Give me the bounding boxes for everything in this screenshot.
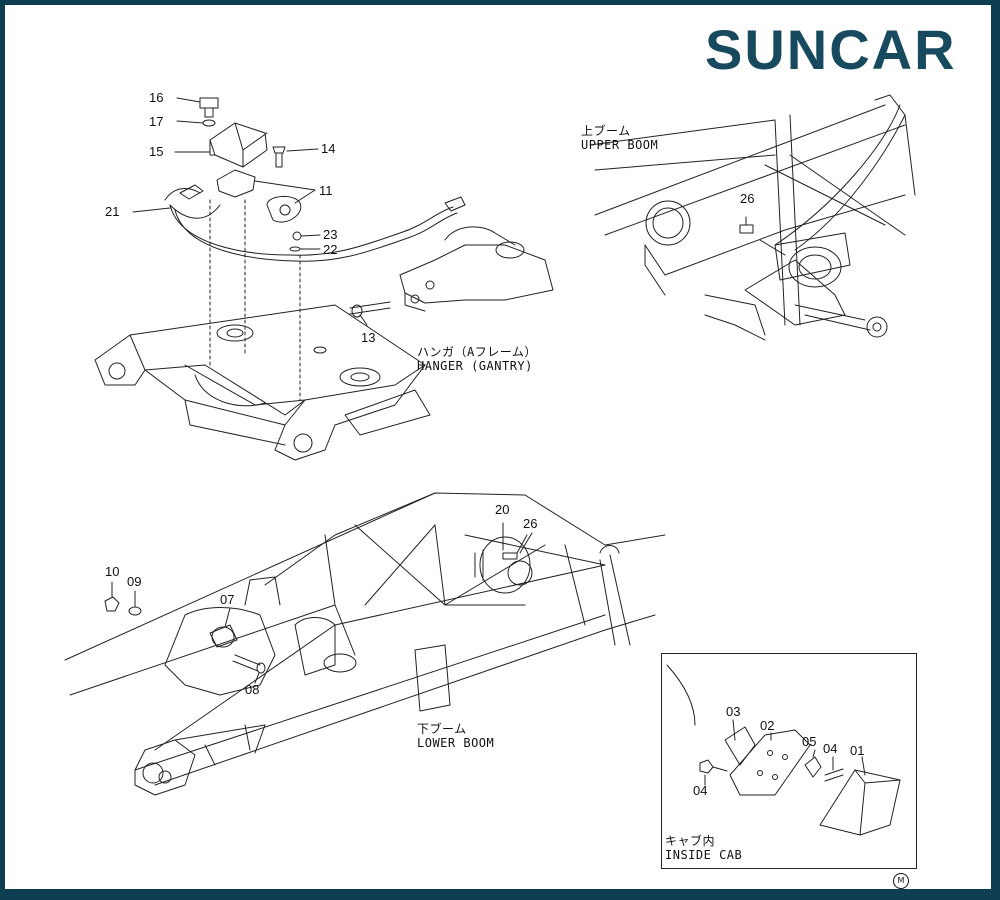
part-label-16: 16	[149, 90, 164, 105]
cab-assembly	[666, 664, 901, 836]
part-label-26-upper: 26	[740, 191, 755, 206]
part-label-04-right: 04	[823, 741, 838, 756]
part-label-07: 07	[220, 592, 235, 607]
caption-lower-boom-jp: 下ブーム	[417, 722, 467, 736]
part-label-03: 03	[726, 704, 741, 719]
logo-text: SUNCAR	[705, 19, 957, 79]
part-label-20: 20	[495, 502, 510, 517]
caption-lower-boom-en: LOWER BOOM	[417, 736, 495, 750]
lower-boom-assembly	[64, 492, 666, 796]
caption-cab-jp: キャブ内	[665, 834, 716, 848]
parts-diagram	[64, 94, 916, 836]
part-label-08: 08	[245, 682, 260, 697]
part-label-26-lower: 26	[523, 516, 538, 531]
part-label-21: 21	[105, 204, 120, 219]
part-label-14: 14	[321, 141, 336, 156]
caption-hanger-jp: ハンガ（Aフレーム）	[417, 345, 537, 359]
part-label-10: 10	[105, 564, 120, 579]
manufacturer-mark: M	[893, 873, 909, 889]
part-label-13: 13	[361, 330, 376, 345]
part-label-09: 09	[127, 574, 142, 589]
caption-cab-en: INSIDE CAB	[665, 848, 743, 862]
diagram-page: SUNCAR	[5, 5, 991, 889]
part-label-11: 11	[319, 183, 333, 198]
part-label-04-left: 04	[693, 783, 708, 798]
part-label-17: 17	[149, 114, 164, 129]
part-label-05: 05	[802, 734, 817, 749]
caption-hanger-en: HANGER (GANTRY)	[417, 359, 533, 373]
caption-upper-boom-en: UPPER BOOM	[581, 138, 659, 152]
upper-boom-assembly	[589, 94, 916, 341]
part-label-15: 15	[149, 144, 164, 159]
suncar-logo: SUNCAR	[705, 19, 957, 79]
part-label-02: 02	[760, 718, 775, 733]
hanger-assembly	[94, 97, 554, 461]
part-label-23: 23	[323, 227, 338, 242]
caption-upper-boom-jp: 上ブーム	[581, 124, 631, 138]
part-label-22: 22	[323, 242, 338, 257]
inside-cab-inset	[661, 653, 917, 869]
part-label-01: 01	[850, 743, 865, 758]
